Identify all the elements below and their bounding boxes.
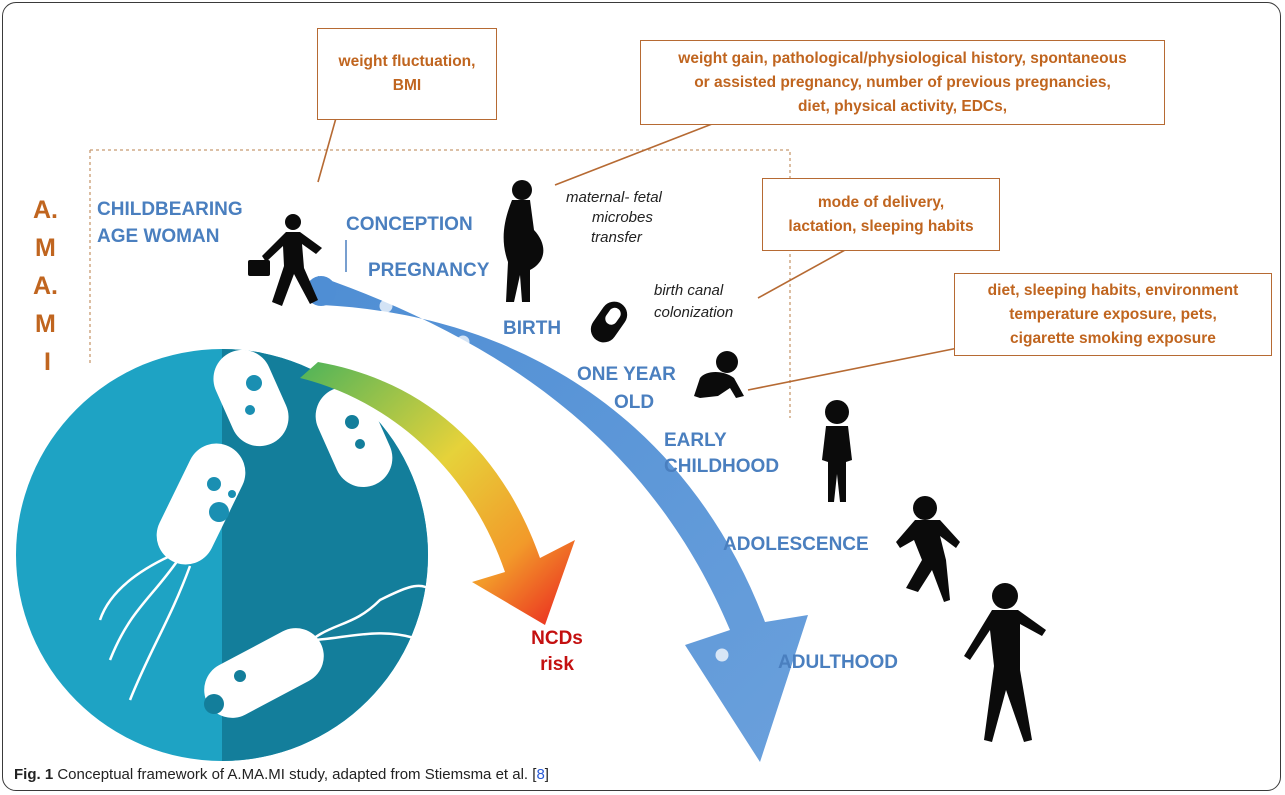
child-running-icon bbox=[896, 496, 960, 602]
life-course-arrow bbox=[306, 276, 808, 762]
callout-delivery-factors: mode of delivery, lactation, sleeping ha… bbox=[762, 178, 1000, 251]
stage-pregnancy: PREGNANCY bbox=[368, 260, 490, 281]
amami-side-label: A. M A. M I bbox=[33, 196, 58, 376]
callout-infant-factors: diet, sleeping habits, environment tempe… bbox=[954, 273, 1272, 356]
stage-conception: CONCEPTION bbox=[346, 214, 473, 235]
stage-one-year-line1: ONE YEAR bbox=[577, 364, 676, 385]
callout-pregnancy-factors: weight gain, pathological/physiological … bbox=[640, 40, 1165, 125]
stage-early-childhood-line2: CHILDHOOD bbox=[664, 456, 779, 477]
risk-label: risk bbox=[540, 654, 574, 675]
ncds-label: NCDs bbox=[531, 628, 583, 649]
stage-adolescence: ADOLESCENCE bbox=[723, 534, 869, 555]
note-birth-canal-line2: colonization bbox=[654, 304, 733, 321]
toddler-icon bbox=[822, 400, 852, 502]
adult-man-icon bbox=[964, 583, 1046, 742]
stage-birth: BIRTH bbox=[503, 318, 561, 339]
citation-link[interactable]: 8 bbox=[536, 766, 545, 783]
baby-bottle-icon bbox=[590, 301, 628, 343]
caption-label: Fig. 1 bbox=[14, 766, 54, 783]
caption-text: Conceptual framework of A.MA.MI study, a… bbox=[53, 766, 537, 783]
stage-early-childhood-line1: EARLY bbox=[664, 430, 727, 451]
note-maternal-fetal-line1: maternal- fetal bbox=[566, 189, 663, 206]
note-maternal-fetal-line3: transfer bbox=[591, 229, 643, 246]
side-letter: M bbox=[35, 310, 56, 338]
side-letter: A. bbox=[33, 272, 58, 300]
callout-woman-factors: weight fluctuation, BMI bbox=[317, 28, 497, 120]
side-letter: I bbox=[44, 348, 51, 376]
pregnant-woman-icon bbox=[503, 180, 544, 302]
bacteria-icon bbox=[98, 349, 431, 718]
stage-adulthood: ADULTHOOD bbox=[778, 652, 898, 673]
crawling-baby-icon bbox=[694, 351, 744, 398]
stage-childbearing-line2: AGE WOMAN bbox=[97, 226, 219, 247]
note-maternal-fetal-line2: microbes bbox=[592, 209, 653, 226]
figure-caption: Fig. 1 Conceptual framework of A.MA.MI s… bbox=[14, 766, 549, 783]
note-birth-canal-line1: birth canal bbox=[654, 282, 724, 299]
stage-one-year-line2: OLD bbox=[614, 392, 654, 413]
callout-pointers bbox=[317, 117, 969, 391]
caption-close: ] bbox=[544, 766, 549, 783]
businesswoman-icon bbox=[248, 214, 322, 306]
stage-childbearing-line1: CHILDBEARING bbox=[97, 199, 243, 220]
dashed-boundary bbox=[89, 149, 791, 418]
side-letter: M bbox=[35, 234, 56, 262]
ncd-risk-arrow bbox=[300, 362, 575, 625]
side-letter: A. bbox=[33, 196, 58, 224]
